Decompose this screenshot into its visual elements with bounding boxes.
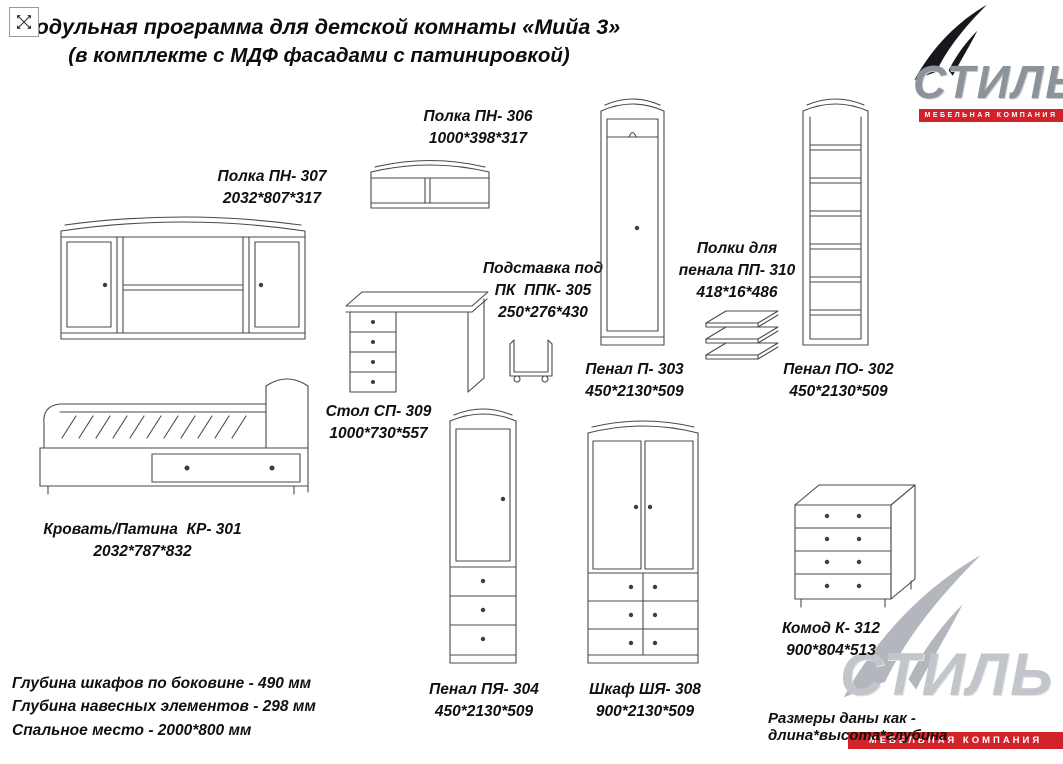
item-dims: 450*2130*509	[789, 383, 888, 400]
label-polka-pn307: Полка ПН- 307 2032*807*317	[182, 166, 362, 210]
item-dims: 2032*787*832	[93, 543, 192, 560]
item-name: Шкаф ШЯ- 308	[589, 681, 701, 698]
note-line-2: Глубина навесных элементов - 298 мм	[12, 698, 316, 716]
note-line-3: Спальное место - 2000*800 мм	[12, 721, 252, 739]
brand-name-watermark: СТИЛЬ	[840, 641, 1055, 708]
item-name: Стол СП- 309	[325, 403, 432, 420]
item-dims: 250*276*430	[498, 304, 588, 321]
label-stol-sp309: Стол СП- 309 1000*730*557	[306, 401, 451, 445]
brand-name: СТИЛЬ	[913, 56, 1063, 108]
figure-polka-pn307	[55, 211, 311, 352]
page-title: Модульная программа для детской комнаты …	[17, 15, 621, 39]
figure-polki-pp310	[702, 305, 782, 366]
item-name: Кровать/Патина КР- 301	[43, 521, 242, 538]
label-polki-pp310: Полки для пенала ПП- 310 418*16*486	[678, 238, 796, 304]
item-dims: 900*2130*509	[595, 703, 695, 720]
depth-notes: Глубина шкафов по боковине - 490 мм Глуб…	[12, 672, 316, 742]
item-name: Полка ПН- 307	[217, 168, 327, 185]
brand-swoosh-watermark-icon	[843, 555, 981, 698]
note-line-1: Глубина шкафов по боковине - 490 мм	[12, 675, 312, 692]
brand-tagline-watermark: МЕБЕЛЬНАЯ КОМПАНИЯ	[848, 732, 1063, 749]
page-title-block: Модульная программа для детской комнаты …	[8, 12, 630, 71]
label-krovat-kr301: Кровать/Патина КР- 301 2032*787*832	[40, 519, 245, 563]
figure-penal-po302	[798, 93, 873, 360]
item-dims: 450*2130*509	[585, 383, 684, 400]
item-dims: 2032*807*317	[222, 190, 322, 207]
item-name: Пенал ПЯ- 304	[429, 681, 539, 698]
item-dims: 418*16*486	[696, 284, 778, 301]
figure-komod-k312	[787, 477, 921, 620]
page-subtitle: (в комплекте с МДФ фасадами с патинировк…	[68, 44, 570, 68]
item-name: Подставка под ПК ППК- 305	[482, 260, 604, 299]
label-shkaf-shya308: Шкаф ШЯ- 308 900*2130*509	[583, 679, 707, 723]
dimensions-note: Размеры даны как - длина*высота*глубина	[768, 710, 948, 744]
brand-swoosh-icon	[914, 4, 987, 80]
figure-stol-sp309	[338, 282, 490, 405]
figure-krovat-kr301	[32, 360, 312, 521]
figure-penal-p303	[596, 93, 669, 360]
label-penal-pya304: Пенал ПЯ- 304 450*2130*509	[420, 679, 548, 723]
item-dims: 1000*730*557	[329, 425, 428, 442]
label-penal-p303: Пенал П- 303 450*2130*509	[572, 359, 697, 403]
label-podstavka-ppk305: Подставка под ПК ППК- 305 250*276*430	[478, 258, 608, 324]
item-dims: 1000*398*317	[428, 130, 528, 147]
item-dims: 900*804*513	[786, 642, 876, 659]
brand-tagline: МЕБЕЛЬНАЯ КОМПАНИЯ	[919, 109, 1063, 122]
label-polka-pn306: Полка ПН- 306 1000*398*317	[398, 106, 558, 150]
label-penal-po302: Пенал ПО- 302 450*2130*509	[776, 359, 901, 403]
item-name: Комод К- 312	[781, 620, 881, 637]
figure-penal-pya304	[445, 403, 521, 678]
item-dims: 450*2130*509	[434, 703, 534, 720]
figure-shkaf-shya308	[583, 415, 703, 678]
item-name: Пенал П- 303	[585, 361, 684, 378]
figure-podstavka-ppk305	[504, 334, 558, 389]
label-komod-k312: Комод К- 312 900*804*513	[766, 618, 896, 662]
figure-polka-pn306	[367, 156, 493, 219]
item-name: Пенал ПО- 302	[783, 361, 894, 378]
item-name: Полки для пенала ПП- 310	[678, 240, 796, 279]
move-icon[interactable]	[9, 7, 39, 37]
item-name: Полка ПН- 306	[423, 108, 533, 125]
